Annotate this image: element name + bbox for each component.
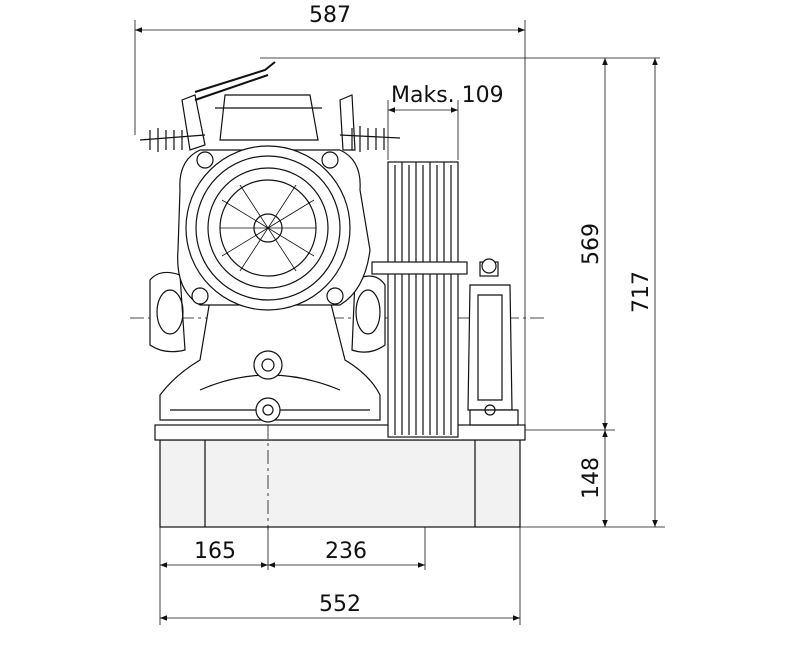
dimension-sheave-109 — [387, 100, 459, 160]
dim-label-717: 717 — [629, 271, 654, 313]
dim-label-587: 587 — [309, 3, 351, 28]
traction-sheave — [371, 161, 468, 438]
outboard-bearing — [467, 258, 519, 426]
dim-label-148: 148 — [579, 457, 604, 499]
dim-label-236: 236 — [325, 539, 367, 564]
motor-housing — [177, 145, 371, 311]
dim-label-552: 552 — [319, 592, 361, 617]
dimension-right-569 — [260, 57, 660, 431]
base-frame — [154, 424, 526, 528]
dimension-top-587 — [134, 20, 526, 440]
dim-label-569: 569 — [579, 223, 604, 265]
dimension-right-717 — [520, 58, 665, 528]
dim-label-165: 165 — [194, 539, 236, 564]
dim-label-maks-109: Maks. 109 — [391, 83, 504, 108]
brake-assembly — [139, 61, 401, 152]
